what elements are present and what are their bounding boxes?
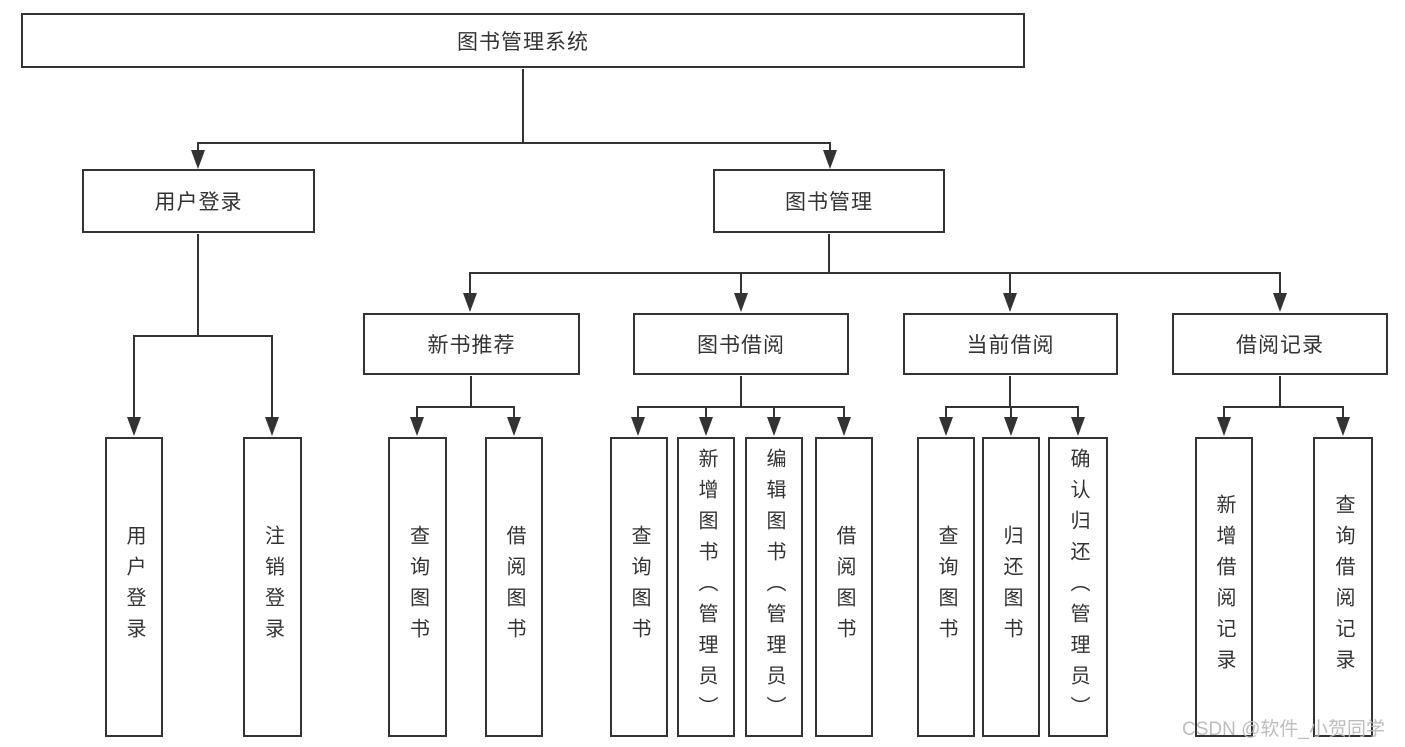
node-book-borrowing-label: 图书借阅 — [697, 334, 785, 357]
leaf-nb-borrow-books: 借阅图书 — [485, 437, 543, 737]
arrowheads — [127, 150, 1350, 436]
leaf-br-query-record-label: 查询借阅记录 — [1332, 494, 1354, 680]
node-borrowing-records: 借阅记录 — [1172, 313, 1388, 375]
node-current-borrowing-label: 当前借阅 — [966, 334, 1055, 357]
leaf-bb-query-books: 查询图书 — [610, 437, 668, 737]
node-book-borrowing: 图书借阅 — [633, 313, 849, 375]
node-user-login: 用户登录 — [82, 169, 315, 233]
node-user-login-label: 用户登录 — [154, 191, 243, 214]
leaf-nb-query-books-label: 查询图书 — [406, 525, 429, 649]
leaf-cb-query-books-label: 查询图书 — [935, 525, 957, 649]
leaf-bb-query-books-label: 查询图书 — [628, 525, 650, 649]
leaf-bb-borrow-books: 借阅图书 — [815, 437, 873, 737]
node-book-management-label: 图书管理 — [785, 191, 873, 214]
leaf-cb-return-books-label: 归还图书 — [1000, 525, 1022, 649]
leaf-cb-return-books: 归还图书 — [982, 437, 1040, 737]
leaf-bb-edit-books-admin: 编辑图书（管理员） — [745, 437, 803, 737]
node-new-book-recommend: 新书推荐 — [363, 313, 580, 375]
node-book-management: 图书管理 — [713, 169, 945, 233]
leaf-bb-add-books-admin-label: 新增图书（管理员） — [695, 447, 717, 727]
node-new-book-recommend-label: 新书推荐 — [427, 334, 516, 357]
leaf-user-login-label: 用户登录 — [123, 525, 145, 649]
leaf-cb-confirm-return-admin: 确认归还（管理员） — [1048, 437, 1108, 737]
leaf-cb-query-books: 查询图书 — [917, 437, 975, 737]
leaf-br-add-record-label: 新增借阅记录 — [1213, 494, 1235, 680]
leaf-logout-label: 注销登录 — [261, 525, 284, 649]
leaf-logout: 注销登录 — [243, 437, 302, 737]
leaf-bb-borrow-books-label: 借阅图书 — [833, 525, 855, 649]
node-root-label: 图书管理系统 — [457, 30, 589, 54]
leaf-bb-add-books-admin: 新增图书（管理员） — [677, 437, 735, 737]
leaf-nb-borrow-books-label: 借阅图书 — [503, 525, 525, 649]
leaf-user-login: 用户登录 — [105, 437, 163, 737]
leaf-nb-query-books: 查询图书 — [388, 437, 447, 737]
node-current-borrowing: 当前借阅 — [903, 313, 1118, 375]
node-borrowing-records-label: 借阅记录 — [1236, 334, 1324, 357]
csdn-watermark: CSDN @软件_小贺同学 — [1182, 719, 1385, 740]
leaf-br-query-record: 查询借阅记录 — [1313, 437, 1373, 737]
node-root: 图书管理系统 — [21, 13, 1025, 68]
leaf-cb-confirm-return-admin-label: 确认归还（管理员） — [1067, 447, 1089, 727]
leaf-br-add-record: 新增借阅记录 — [1195, 437, 1253, 737]
leaf-bb-edit-books-admin-label: 编辑图书（管理员） — [763, 447, 785, 727]
